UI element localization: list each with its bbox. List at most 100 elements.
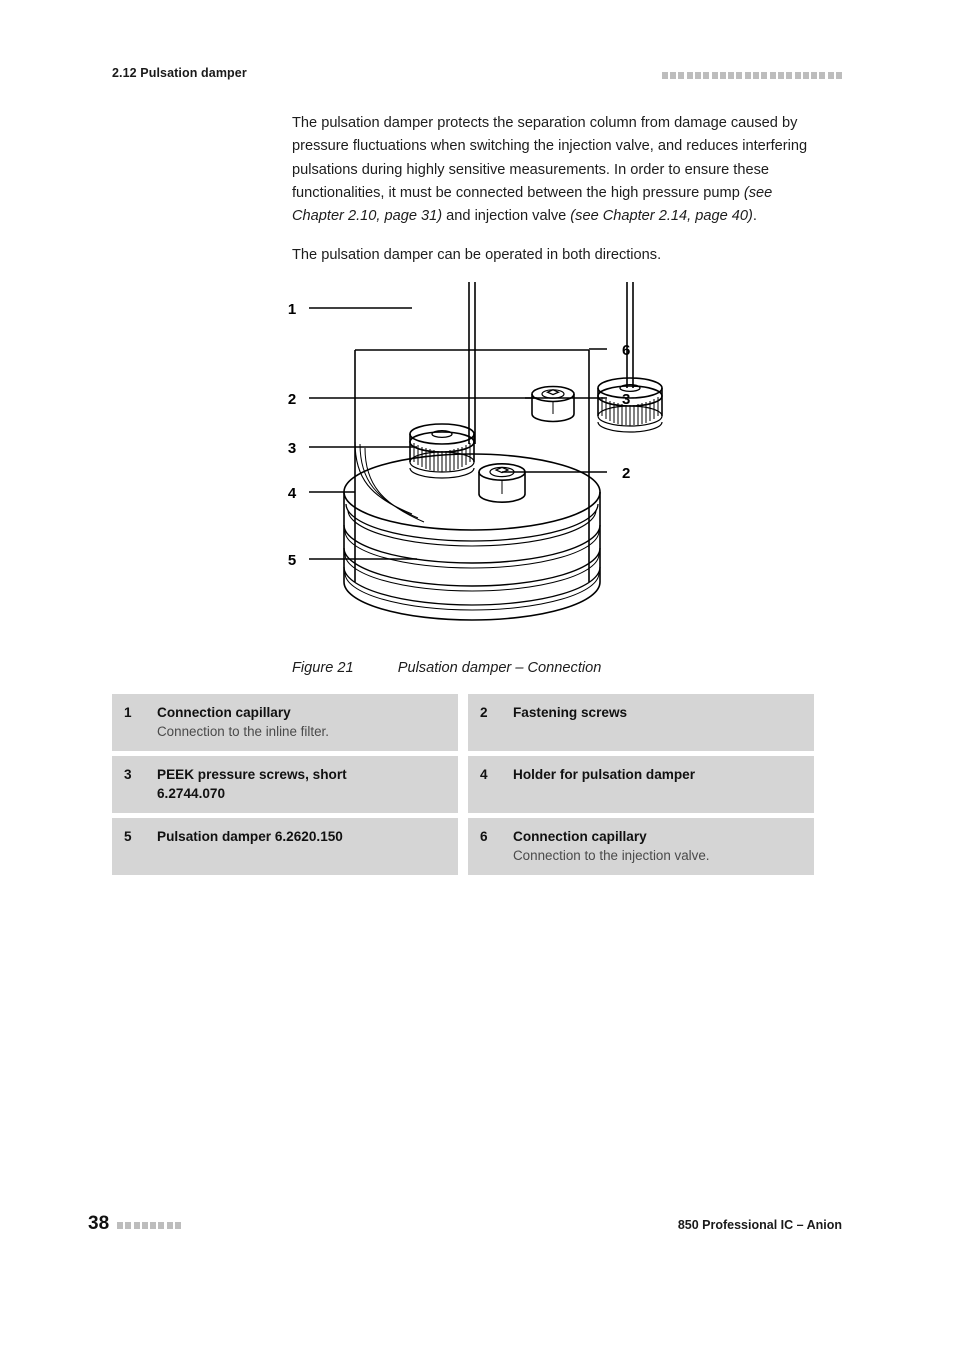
figure-caption-text: Pulsation damper – Connection: [397, 660, 602, 676]
marker-square: [670, 72, 677, 79]
marker-square: [794, 72, 801, 79]
text-run: and injection valve: [442, 208, 571, 225]
marker-square: [811, 72, 818, 79]
holder-arc-3: [364, 447, 425, 523]
legend-cell-left-5: 5 Pulsation damper 6.2620.150: [112, 818, 458, 875]
marker-square: [694, 72, 701, 79]
page-footer: 38 850 Professional IC – Anion: [88, 1213, 842, 1235]
legend-item-body: PEEK pressure screws, short 6.2744.070: [157, 765, 448, 803]
text-run: .: [752, 208, 757, 225]
damper-groove-2a: [343, 547, 601, 587]
figure-caption: Figure 21 Pulsation damper – Connection: [292, 660, 601, 676]
damper-bottom-arc: [343, 581, 601, 621]
marker-square: [802, 72, 809, 79]
damper-groove-2b: [344, 553, 600, 592]
marker-square: [141, 1222, 148, 1229]
callout-left-3: 3: [288, 440, 296, 457]
peek-screw-right: [597, 377, 663, 433]
chapter-label: 2.12 Pulsation damper: [112, 66, 247, 80]
legend-item-number: 6: [480, 829, 488, 844]
legend-item-description: Connection to the injection valve.: [513, 848, 710, 863]
legend-item-order-number: 6.2744.070: [157, 786, 226, 801]
running-header: 2.12 Pulsation damper: [112, 66, 842, 86]
legend-item-title: PEEK pressure screws, short: [157, 767, 347, 782]
marker-square: [777, 72, 784, 79]
marker-square: [711, 72, 718, 79]
marker-square: [719, 72, 726, 79]
damper-groove-1d: [344, 530, 600, 569]
marker-square: [686, 72, 693, 79]
legend-item-title: Connection capillary: [157, 705, 291, 720]
marker-square: [678, 72, 685, 79]
paragraph-intro: The pulsation damper protects the separa…: [292, 112, 822, 228]
legend-item-number: 3: [124, 767, 132, 782]
marker-square: [133, 1222, 140, 1229]
callout-left-1: 1: [288, 301, 296, 318]
legend-item-number: 1: [124, 705, 132, 720]
marker-square: [836, 72, 842, 79]
page-number: 38: [88, 1213, 110, 1234]
legend-item-title: Connection capillary: [513, 829, 647, 844]
legend-item-number: 2: [480, 705, 488, 720]
figure-caption-number: Figure 21: [292, 660, 354, 676]
legend-item-title: Pulsation damper 6.2620.150: [157, 829, 343, 844]
marker-square: [736, 72, 743, 79]
marker-square: [125, 1222, 132, 1229]
legend-item-number: 4: [480, 767, 488, 782]
marker-square: [753, 72, 760, 79]
marker-square: [827, 72, 834, 79]
marker-square: [744, 72, 751, 79]
pulsation-damper-drawing: 1 2 3 4 5 6 3 2: [288, 282, 663, 621]
cross-reference: (see Chapter 2.14, page 40): [570, 208, 753, 225]
marker-square: [661, 72, 668, 79]
damper-groove-2c: [343, 566, 601, 606]
marker-square: [761, 72, 768, 79]
callout-left-4: 4: [288, 485, 297, 502]
damper-groove-2d: [344, 572, 600, 611]
legend-item-number: 5: [124, 829, 132, 844]
marker-square: [819, 72, 826, 79]
callout-right-3: 3: [622, 391, 630, 408]
text-run: The pulsation damper protects the separa…: [292, 115, 808, 201]
marker-square: [150, 1222, 157, 1229]
fastening-screw-lower: [478, 463, 526, 503]
marker-square: [158, 1222, 165, 1229]
legend-cell-right-2: 2 Fastening screws: [468, 694, 814, 751]
peek-screw-left: [409, 423, 475, 479]
figure-pulsation-damper: 1 2 3 4 5 6 3 2: [112, 282, 842, 662]
marker-square: [175, 1222, 182, 1229]
marker-square: [703, 72, 710, 79]
holder-arc-1: [354, 441, 413, 515]
text-run: The pulsation damper can be operated in …: [292, 247, 662, 264]
marker-square: [166, 1222, 173, 1229]
cross-reference: (see Chapter 2.10, page 31): [292, 184, 773, 225]
callout-left-5: 5: [288, 552, 296, 569]
legend-cell-right-4: 4 Holder for pulsation damper: [468, 756, 814, 813]
legend-item-title: Holder for pulsation damper: [513, 767, 696, 782]
legend-item-body: Holder for pulsation damper: [513, 765, 804, 803]
marker-square: [117, 1222, 123, 1229]
legend-item-body: Pulsation damper 6.2620.150: [157, 827, 448, 865]
legend-row: 3 PEEK pressure screws, short 6.2744.070 4 H…: [112, 756, 828, 813]
marker-square: [728, 72, 735, 79]
fastening-screw-upper: [531, 385, 575, 423]
damper-groove-1a: [345, 503, 599, 542]
damper-groove-1c: [343, 524, 601, 564]
callout-left-2: 2: [288, 391, 296, 408]
body-text-column: The pulsation damper protects the separa…: [292, 112, 822, 284]
legend-item-title: Fastening screws: [513, 705, 628, 720]
callout-right-2: 2: [622, 465, 630, 482]
holder-arc-2: [359, 443, 419, 519]
header-marker-squares: [661, 72, 842, 79]
legend-cell-left-3: 3 PEEK pressure screws, short 6.2744.070: [112, 756, 458, 813]
document-title: 850 Professional IC – Anion: [677, 1218, 842, 1232]
callout-right-6: 6: [622, 342, 630, 359]
marker-square: [769, 72, 776, 79]
